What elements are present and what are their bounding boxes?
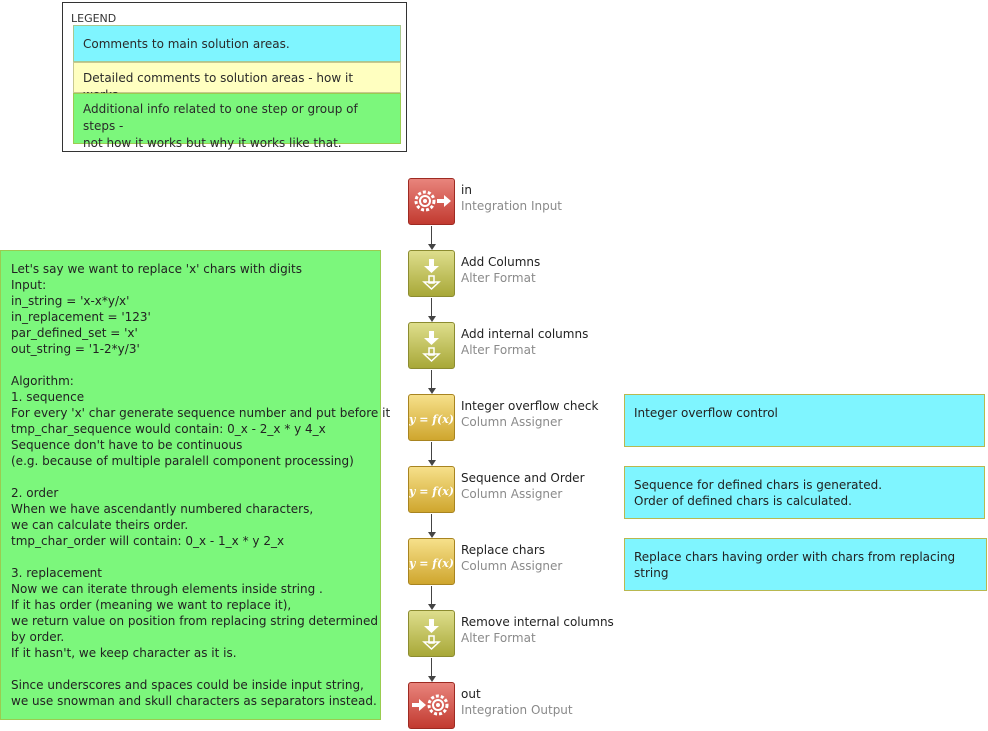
node-type: Integration Input (461, 199, 563, 213)
alter-format-icon (408, 610, 455, 657)
node-type: Alter Format (461, 343, 536, 357)
integration-input-icon (408, 178, 455, 225)
function-icon: y = f(x) (408, 538, 455, 585)
edge (431, 586, 432, 606)
node-type: Alter Format (461, 271, 536, 285)
legend-main-comment: Comments to main solution areas. (73, 25, 401, 62)
edge-arrow (428, 676, 436, 682)
function-glyph: y = f(x) (409, 485, 454, 498)
function-glyph: y = f(x) (409, 413, 454, 426)
edge (431, 514, 432, 534)
node-name: in (461, 183, 472, 197)
node-in[interactable]: in Integration Input (408, 178, 738, 226)
node-type: Column Assigner (461, 487, 563, 501)
function-glyph: y = f(x) (409, 557, 454, 570)
node-type: Column Assigner (461, 559, 563, 573)
node-name: Add internal columns (461, 327, 589, 341)
node-add-columns[interactable]: Add Columns Alter Format (408, 250, 738, 298)
node-name: Replace chars (461, 543, 546, 557)
legend-detailed-comment: Detailed comments to solution areas - ho… (73, 62, 401, 102)
edge (431, 298, 432, 318)
node-name: Sequence and Order (461, 471, 585, 485)
algorithm-note[interactable]: Let's say we want to replace 'x' chars w… (0, 250, 390, 720)
function-icon: y = f(x) (408, 394, 455, 441)
edge-arrow (428, 460, 436, 466)
edge-arrow (428, 604, 436, 610)
edge-arrow (428, 316, 436, 322)
legend-additional-info: Additional info related to one step or g… (73, 93, 401, 150)
edge-arrow (428, 388, 436, 394)
node-name: Add Columns (461, 255, 541, 269)
node-name: Integer overflow check (461, 399, 599, 413)
node-replace-chars[interactable]: y = f(x) Replace chars Column Assigner (408, 538, 738, 586)
edge (431, 370, 432, 390)
node-add-internal-columns[interactable]: Add internal columns Alter Format (408, 322, 738, 370)
edge (431, 226, 432, 246)
alter-format-icon (408, 250, 455, 297)
node-type: Integration Output (461, 703, 573, 717)
edge (431, 442, 432, 462)
alter-format-icon (408, 322, 455, 369)
node-type: Column Assigner (461, 415, 563, 429)
edge (431, 658, 432, 678)
edge-arrow (428, 532, 436, 538)
node-type: Alter Format (461, 631, 536, 645)
edge-arrow (428, 244, 436, 250)
note-replace-chars[interactable]: Replace chars having order with chars fr… (624, 538, 987, 591)
integration-output-icon (408, 682, 455, 729)
legend-box: LEGEND Comments to main solution areas. … (62, 2, 407, 152)
node-out[interactable]: out Integration Output (408, 682, 738, 730)
legend-title: LEGEND (71, 12, 117, 25)
node-name: out (461, 687, 481, 701)
node-sequence-and-order[interactable]: y = f(x) Sequence and Order Column Assig… (408, 466, 738, 514)
function-icon: y = f(x) (408, 466, 455, 513)
note-sequence-order[interactable]: Sequence for defined chars is generated.… (624, 466, 985, 519)
node-integer-overflow-check[interactable]: y = f(x) Integer overflow check Column A… (408, 394, 738, 442)
note-integer-overflow[interactable]: Integer overflow control (624, 394, 985, 447)
node-remove-internal-columns[interactable]: Remove internal columns Alter Format (408, 610, 738, 658)
node-name: Remove internal columns (461, 615, 614, 629)
